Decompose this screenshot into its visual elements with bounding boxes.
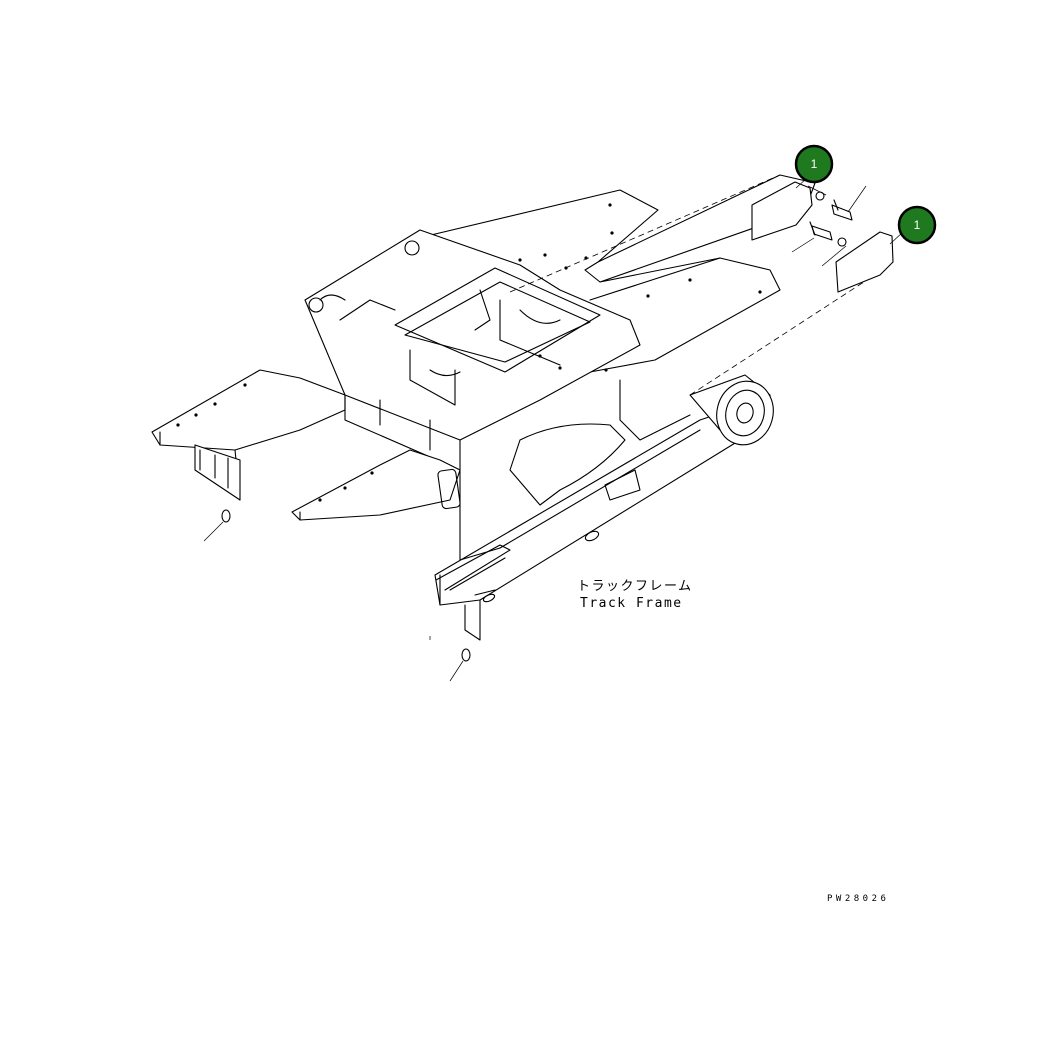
callout-1a[interactable]: 1 [794, 144, 834, 184]
center-box-frame [304, 203, 762, 471]
label-english: Track Frame [580, 596, 683, 611]
svg-text:1: 1 [914, 218, 921, 232]
cover-plate-left [751, 181, 813, 241]
front-lower-rail [291, 449, 461, 521]
left-side-rails [151, 369, 346, 501]
fitting-right [429, 636, 471, 682]
fitting-left [203, 509, 231, 542]
label-japanese: トラックフレーム [577, 579, 693, 594]
svg-text:1: 1 [811, 157, 818, 171]
cover-plate-right [835, 231, 894, 293]
bolt-washer-upper [807, 185, 867, 221]
callout-1b[interactable]: 1 [897, 205, 937, 245]
center-lines [509, 174, 891, 396]
idler-drum [689, 374, 774, 446]
track-frame-beam [434, 379, 741, 641]
bolt-washer-lower [791, 221, 847, 267]
drawing-code: PW28026 [827, 894, 889, 904]
